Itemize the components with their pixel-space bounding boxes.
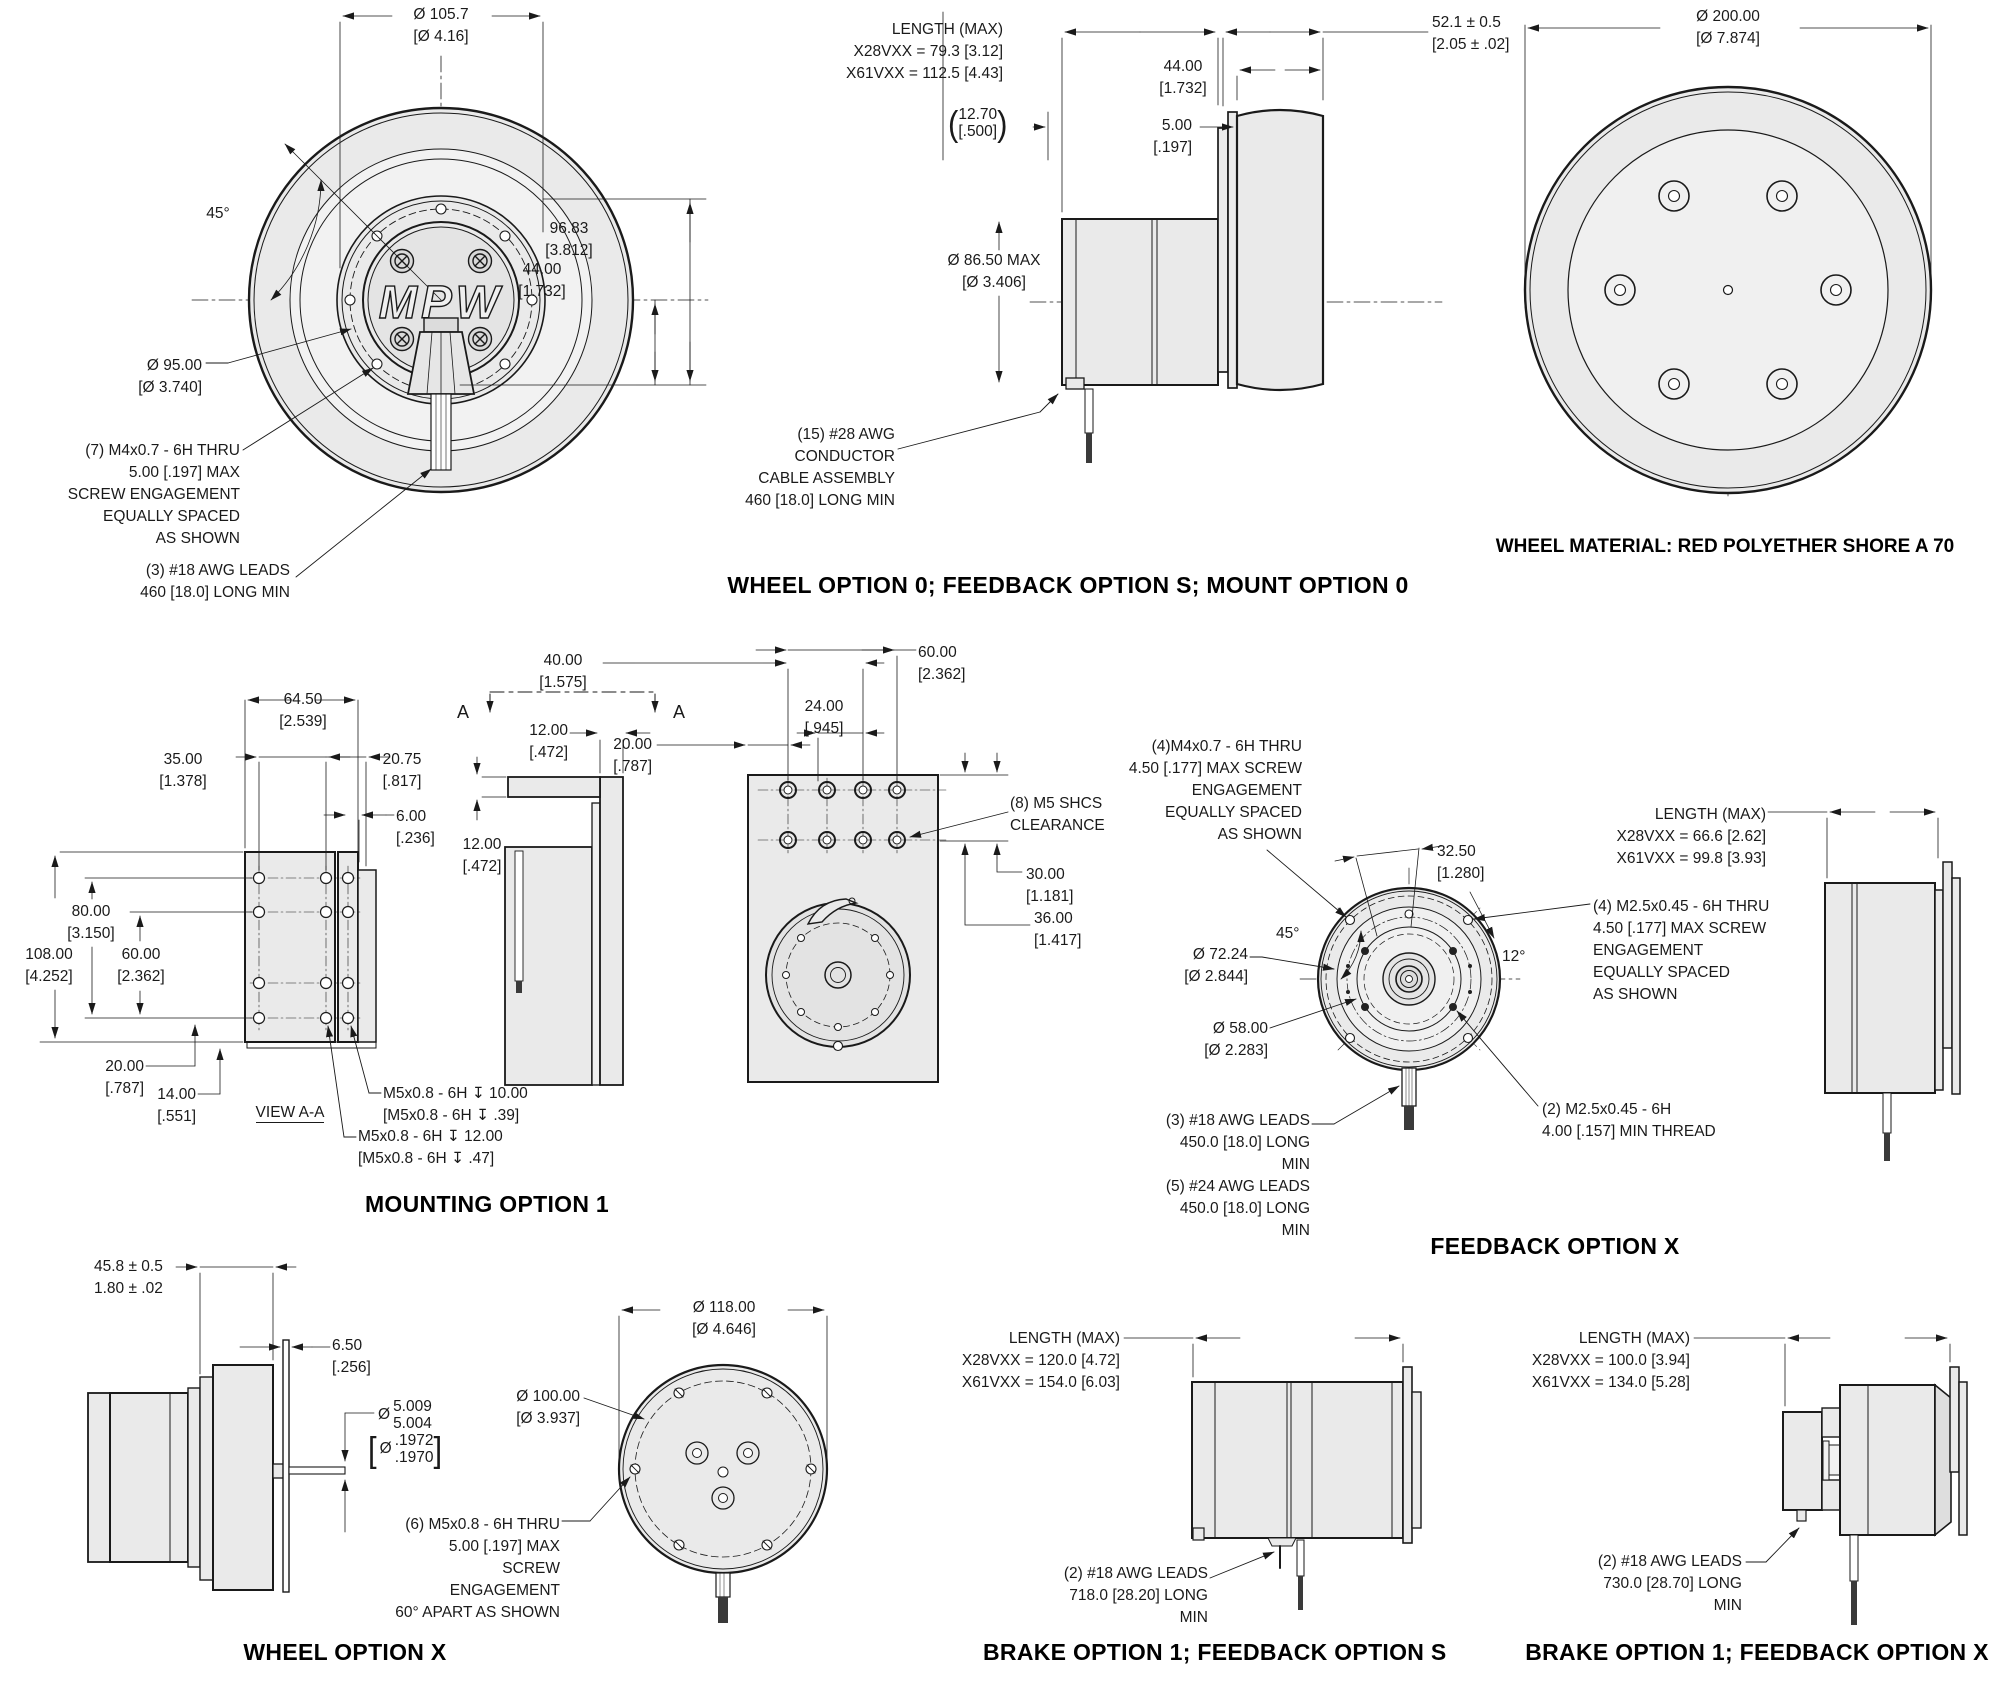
dim-wheel-od-label: Ø 200.00 [Ø 7.874]: [1696, 8, 1760, 47]
paren-open: (: [948, 103, 959, 144]
m4-thru-note: (4)M4x0.7 - 6H THRU 4.50 [.177] MAX SCRE…: [1128, 738, 1302, 843]
dim-2000b-label: 20.00 [.787]: [613, 736, 652, 775]
thread-note-a: M5x0.8 - 6H ↧ 10.00 [M5x0.8 - 6H ↧ .39]: [383, 1085, 528, 1124]
dim-650-label: 6.50 [.256]: [332, 1337, 371, 1376]
caption-mounting-option-1: MOUNTING OPTION 1: [364, 1191, 610, 1217]
dim-1200-top-label: 12.00 [.472]: [529, 722, 568, 761]
dim-wheel-width-label: 44.00 [1.732]: [1159, 58, 1207, 97]
cable-assembly-note: (15) #28 AWG CONDUCTOR CABLE ASSEMBLY 46…: [745, 426, 895, 509]
hub-socket-screws: [389, 248, 493, 352]
shcs-holes: [779, 781, 906, 849]
angle-45-label: 45°: [206, 205, 230, 222]
section-label-a-right: A: [672, 702, 685, 722]
wheelx-side-view: [87, 1263, 375, 1593]
dim-4000-label: 40.00 [1.575]: [539, 652, 587, 691]
dim-2400-label: 24.00 [.945]: [804, 698, 844, 737]
length-max-note: LENGTH (MAX) X28VXX = 79.3 [3.12] X61VXX…: [846, 21, 1003, 82]
dim-bolt-circle-label: Ø 95.00 [Ø 3.740]: [138, 357, 202, 396]
mount-holes: [252, 871, 355, 1025]
brake-x-side-view: [1693, 1334, 1968, 1625]
feedback-side-view: [1767, 808, 1961, 1161]
reference-dim: ( 12.70[.500] ): [948, 103, 1008, 144]
dim-6000-label: 60.00 [2.362]: [117, 946, 165, 985]
dim-hub-width-label: 52.1 ± 0.5 [2.05 ± .02]: [1432, 14, 1510, 53]
shcs-clearance-note: (8) M5 SHCS CLEARANCE: [1010, 795, 1105, 834]
brake-s-side-view: [1123, 1334, 1422, 1610]
dim-6000b-label: 60.00 [2.362]: [918, 644, 966, 683]
caption-wheel-option-x: WHEEL OPTION X: [243, 1639, 447, 1665]
screw-engagement-note: (7) M4x0.7 - 6H THRU 5.00 [.197] MAX SCR…: [67, 442, 240, 547]
leads-note-bs: (2) #18 AWG LEADS 718.0 [28.20] LONG MIN: [1063, 1565, 1208, 1626]
leads-note-bx: (2) #18 AWG LEADS 730.0 [28.70] LONG MIN: [1597, 1553, 1742, 1614]
angle-12-label: 12°: [1502, 948, 1526, 965]
dim-height-label: 96.83 [3.812]: [545, 220, 593, 259]
dim-10000-label: Ø 100.00 [Ø 3.937]: [516, 1388, 580, 1427]
dim-600-label: 6.00 [.236]: [396, 808, 435, 847]
angle-45-label-fx: 45°: [1276, 925, 1300, 942]
caption-wheel-option-0: WHEEL OPTION 0; FEEDBACK OPTION S; MOUNT…: [727, 572, 1409, 598]
leads-note-fx: (3) #18 AWG LEADS 450.0 [18.0] LONG MIN …: [1165, 1112, 1310, 1239]
dim-7224-label: Ø 72.24 [Ø 2.844]: [1184, 946, 1248, 985]
dim-458-label: 45.8 ± 0.5 1.80 ± .02: [94, 1258, 163, 1297]
dim-3600-label: 36.00 [1.417]: [1034, 910, 1082, 949]
wheel-side-view: [897, 11, 1443, 463]
dim-6450-label: 64.50 [2.539]: [279, 691, 327, 730]
view-aa-label: VIEW A-A: [255, 1104, 325, 1123]
dim-outer-diameter-label: Ø 105.7 [Ø 4.16]: [413, 6, 469, 45]
mounting-side-view: [473, 691, 659, 1086]
dim-8000-label: 80.00 [3.150]: [67, 903, 115, 942]
caption-wheel-material: WHEEL MATERIAL: RED POLYETHER SHORE A 70: [1495, 536, 1955, 557]
m5-thru-note: (6) M5x0.8 - 6H THRU 5.00 [.197] MAX SCR…: [395, 1516, 560, 1621]
dim-3500-label: 35.00 [1.378]: [159, 751, 207, 790]
section-label-a-left: A: [456, 702, 469, 722]
dim-motor-diameter-label: Ø 86.50 MAX [Ø 3.406]: [947, 252, 1041, 291]
m25-thru-note: (4) M2.5x0.45 - 6H THRU 4.50 [.177] MAX …: [1593, 898, 1770, 1003]
dim-1200-left-label: 12.00 [.472]: [462, 836, 502, 875]
m4-screws: [344, 203, 538, 370]
wheelx-front-view: [561, 1306, 829, 1623]
leads-note: (3) #18 AWG LEADS 460 [18.0] LONG MIN: [140, 562, 290, 601]
mounting-rear-view: [39, 696, 395, 1138]
length-max-note-bs: LENGTH (MAX) X28VXX = 120.0 [4.72] X61VX…: [961, 1330, 1120, 1391]
dim-11800-label: Ø 118.00 [Ø 4.646]: [692, 1299, 756, 1338]
wheel-front-view: MPW: [191, 12, 709, 578]
length-max-note-fx: LENGTH (MAX) X28VXX = 66.6 [2.62] X61VXX…: [1616, 806, 1766, 867]
dim-face-offset-label: 5.00 [.197]: [1153, 117, 1192, 156]
caption-feedback-option-x: FEEDBACK OPTION X: [1430, 1233, 1680, 1259]
caption-brake-feedback-x: BRAKE OPTION 1; FEEDBACK OPTION X: [1525, 1639, 1989, 1665]
dim-10800-label: 108.00 [4.252]: [25, 946, 73, 985]
thread-note-b: M5x0.8 - 6H ↧ 12.00 [M5x0.8 - 6H ↧ .47]: [358, 1128, 503, 1167]
paren-close: ): [997, 103, 1008, 144]
dim-5800-label: Ø 58.00 [Ø 2.283]: [1204, 1020, 1268, 1059]
dim-width-label: 44.00 [1.732]: [518, 261, 566, 300]
wheel-rear-view: [1523, 24, 1933, 499]
shaft-dia-in: [ Ø .1972.1970 ]: [368, 1429, 443, 1470]
length-max-note-bx: LENGTH (MAX) X28VXX = 100.0 [3.94] X61VX…: [1531, 1330, 1690, 1391]
dim-2075-label: 20.75 [.817]: [382, 751, 422, 790]
wheel-mount-holes: [1604, 180, 1852, 400]
mpw-logo: MPW: [379, 276, 503, 328]
dim-1400-label: 14.00 [.551]: [157, 1086, 196, 1125]
m25-thread-note: (2) M2.5x0.45 - 6H 4.00 [.157] MIN THREA…: [1542, 1101, 1716, 1140]
dim-3250-label: 32.50 [1.280]: [1437, 843, 1485, 882]
mounting-front-view: [602, 646, 1031, 1083]
feedback-circular-view: [1249, 843, 1591, 1130]
dim-3000-label: 30.00 [1.181]: [1026, 866, 1074, 905]
dim-2000-label: 20.00 [.787]: [105, 1058, 144, 1097]
wheelx-screws: [629, 1387, 817, 1551]
cable-connector: [406, 317, 476, 471]
caption-brake-feedback-s: BRAKE OPTION 1; FEEDBACK OPTION S: [983, 1639, 1447, 1665]
